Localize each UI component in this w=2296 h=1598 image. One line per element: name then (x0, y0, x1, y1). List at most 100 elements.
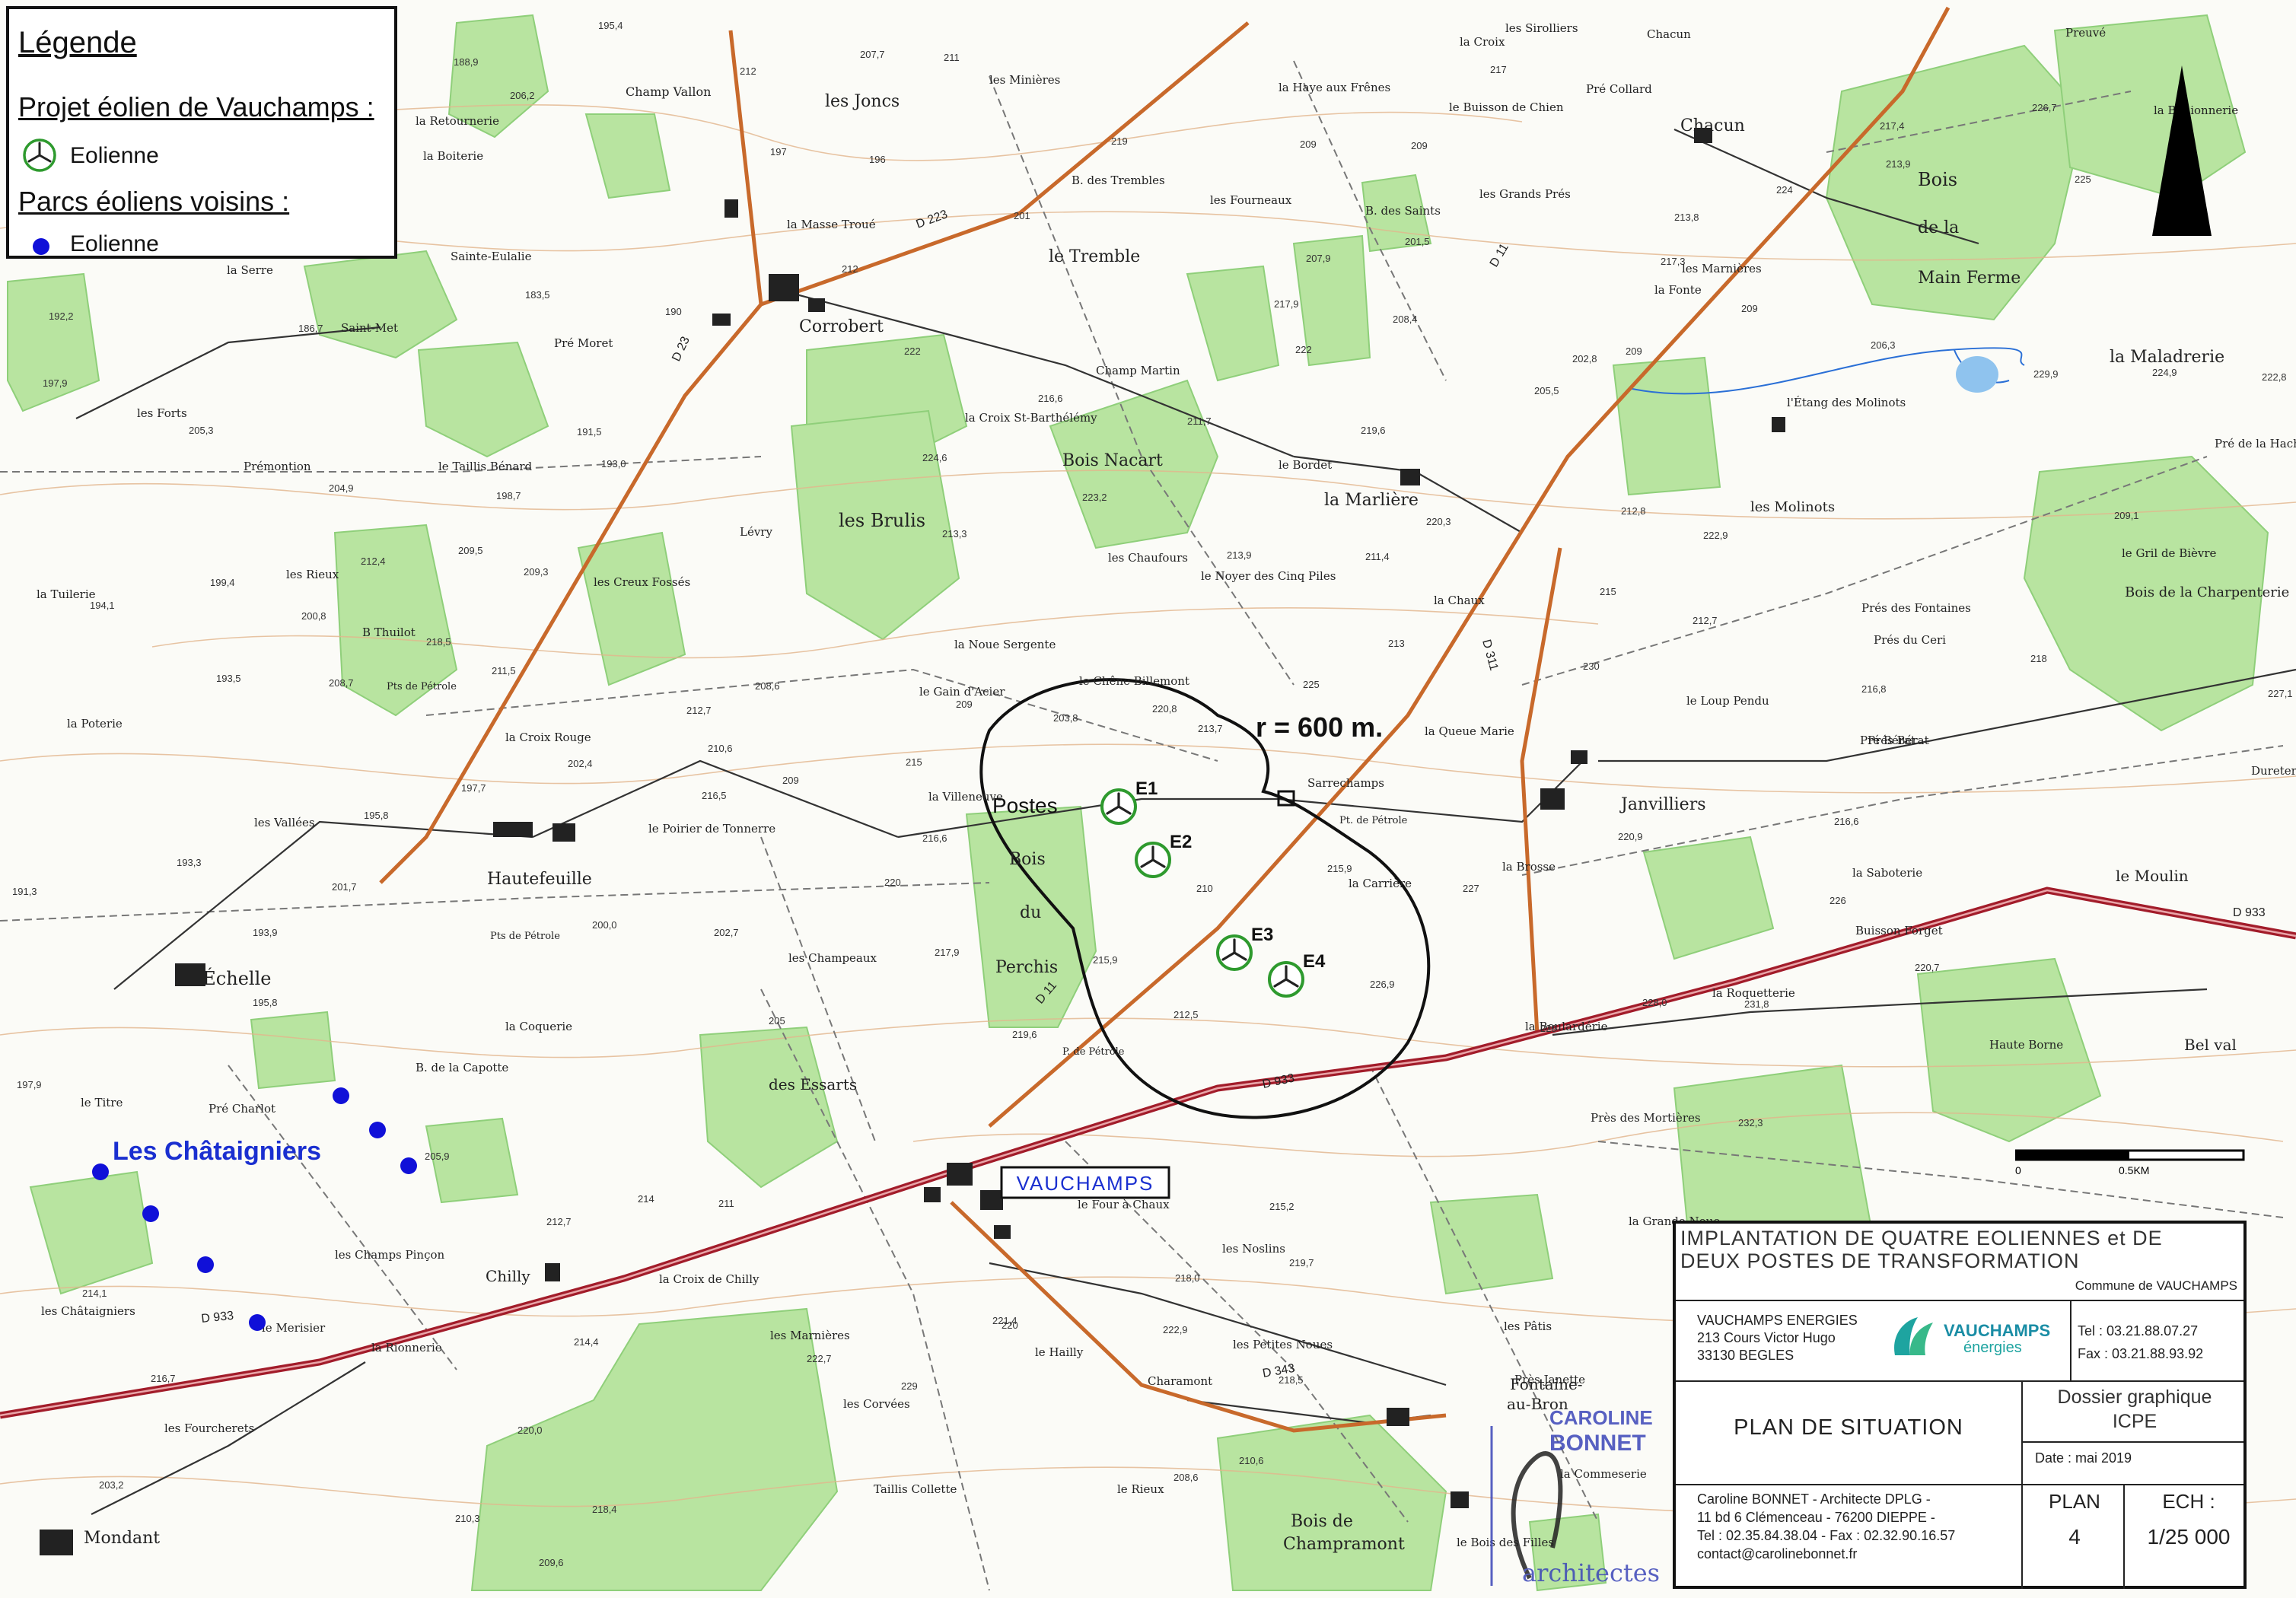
elevation-value: 219,7 (1289, 1257, 1314, 1269)
elevation-value: 222 (904, 345, 921, 357)
place-name: la Croix de Chilly (659, 1272, 759, 1286)
elevation-value: 209 (1300, 138, 1317, 150)
place-name: la Villeneuve (928, 790, 1003, 804)
elevation-value: 214,4 (574, 1336, 599, 1348)
place-name: Pré Moret (554, 336, 613, 350)
elevation-value: 228,0 (1642, 997, 1667, 1008)
elevation-value: 208,7 (329, 677, 354, 689)
north-arrow-icon (2152, 65, 2212, 236)
contact-phone: Tel : 03.21.88.07.27 Fax : 03.21.88.93.9… (2078, 1319, 2203, 1365)
place-name: la Tuilerie (37, 587, 96, 601)
place-name: la Brosse (1502, 860, 1556, 874)
neighbor-park-label: Les Châtaigniers (113, 1137, 321, 1166)
elevation-value: 211,5 (492, 665, 516, 676)
elevation-value: 216,6 (1834, 816, 1859, 827)
place-name: la Commeserie (1560, 1467, 1647, 1481)
elevation-value: 196 (869, 154, 886, 165)
elevation-value: 208,6 (755, 680, 780, 692)
place-name: les Creux Fossés (594, 575, 690, 589)
place-name: la Maladrerie (2110, 348, 2224, 367)
place-name: Bois (1918, 169, 1957, 190)
elevation-value: 213,8 (1674, 212, 1699, 223)
place-name: la Croix Rouge (505, 731, 591, 744)
elevation-value: 219 (1111, 135, 1128, 147)
elevation-value: 213,7 (1198, 723, 1223, 734)
place-name: Pts de Pétrole (490, 931, 560, 942)
place-name: le Poirier de Tonnerre (648, 822, 775, 836)
elevation-value: 197,9 (43, 377, 68, 389)
elevation-value: 226 (1829, 895, 1846, 906)
elevation-value: 220,0 (517, 1425, 543, 1436)
place-name: le Bordet (1279, 458, 1332, 472)
turbine-symbol-icon (23, 138, 56, 172)
place-name: Preuvé (2065, 26, 2106, 40)
place-name: des Essarts (769, 1075, 857, 1093)
place-name: les Pâtis (1504, 1319, 1552, 1333)
place-name: Main Ferme (1918, 269, 2021, 288)
architect-line-2: 11 bd 6 Clémenceau - 76200 DIEPPE - (1697, 1510, 1935, 1525)
elevation-value: 220 (1002, 1319, 1018, 1331)
elevation-value: 202,7 (714, 927, 739, 938)
elevation-value: 209 (1741, 303, 1758, 314)
elevation-value: 200,8 (301, 610, 326, 622)
place-name: le Gril de Bièvre (2122, 546, 2217, 560)
place-name: Haute Borne (1989, 1038, 2063, 1052)
elevation-value: 206,3 (1871, 339, 1896, 351)
elevation-value: 232,3 (1738, 1117, 1763, 1128)
elevation-value: 201 (1014, 210, 1030, 221)
place-name: la Noue Sergente (954, 638, 1056, 651)
elevation-value: 195,8 (364, 810, 389, 821)
elevation-value: 210,3 (455, 1513, 480, 1524)
elevation-value: 209,5 (458, 545, 483, 556)
architect-info: Caroline BONNET - Architecte DPLG - 11 b… (1697, 1490, 1955, 1563)
architect-stamp-graphic (1490, 1426, 1563, 1586)
place-name: la Fonte (1654, 283, 1702, 297)
place-name: la Marlière (1324, 491, 1419, 510)
elevation-value: 199,4 (210, 577, 235, 588)
elevation-value: 210 (1196, 883, 1213, 894)
elevation-value: 212,8 (1621, 505, 1646, 517)
place-name: Près des Mortières (1591, 1111, 1701, 1125)
place-name: le Four à Chaux (1078, 1198, 1170, 1211)
elevation-value: 193,0 (601, 458, 626, 470)
place-name: le Buisson de Chien (1449, 100, 1564, 114)
elevation-value: 206,2 (510, 90, 535, 101)
elevation-value: 212 (740, 65, 756, 77)
turbine-e3: E3 (1216, 925, 1273, 971)
architect-line-3: Tel : 02.35.84.38.04 - Fax : 02.32.90.16… (1697, 1528, 1956, 1543)
elevation-value: 218,5 (426, 636, 451, 648)
place-name: Champ Martin (1096, 364, 1180, 377)
place-name: la Haye aux Frênes (1279, 81, 1390, 94)
place-name: Pré Collard (1586, 82, 1652, 96)
elevation-value: 210,6 (708, 743, 733, 754)
elevation-value: 212,4 (361, 555, 386, 567)
place-name: B. des Saints (1365, 204, 1441, 218)
company-name: VAUCHAMPS ENERGIES (1697, 1313, 1858, 1328)
place-name: les Minières (989, 73, 1060, 87)
elevation-value: 221,4 (992, 1315, 1017, 1326)
place-name: la Queue Marie (1425, 724, 1514, 738)
elevation-value: 218,0 (1175, 1272, 1200, 1284)
title-line-1: IMPLANTATION DE QUATRE EOLIENNES et DE (1680, 1227, 2163, 1249)
elevation-value: 205,3 (189, 425, 214, 436)
place-name: la Croix St-Barthélémy (965, 411, 1097, 425)
elevation-value: 215,9 (1093, 954, 1118, 966)
place-name: Prés des Fontaines (1861, 601, 1971, 615)
turbine-blade (1117, 805, 1132, 815)
place-name: le Merisier (262, 1321, 326, 1335)
elevation-value: 215,2 (1269, 1201, 1294, 1212)
elevation-value: 201,5 (1405, 236, 1430, 247)
place-name: les Fourneaux (1210, 193, 1292, 207)
place-name: du (1020, 903, 1041, 922)
forest-areas (7, 14, 2269, 1592)
elevation-value: 213,3 (942, 528, 967, 540)
substation-sarrechamps (1277, 790, 1295, 807)
place-name: les Marnières (770, 1329, 850, 1342)
place-name: Pré de la Hache (2215, 437, 2296, 450)
elevation-value: 198,7 (496, 490, 521, 501)
elevation-value: 207,9 (1306, 253, 1331, 264)
place-name: Janvilliers (1619, 795, 1706, 814)
elevation-value: 215 (1600, 586, 1616, 597)
elevation-value: 216,6 (1038, 393, 1063, 404)
place-name: Pts de Pétrole (387, 681, 457, 692)
